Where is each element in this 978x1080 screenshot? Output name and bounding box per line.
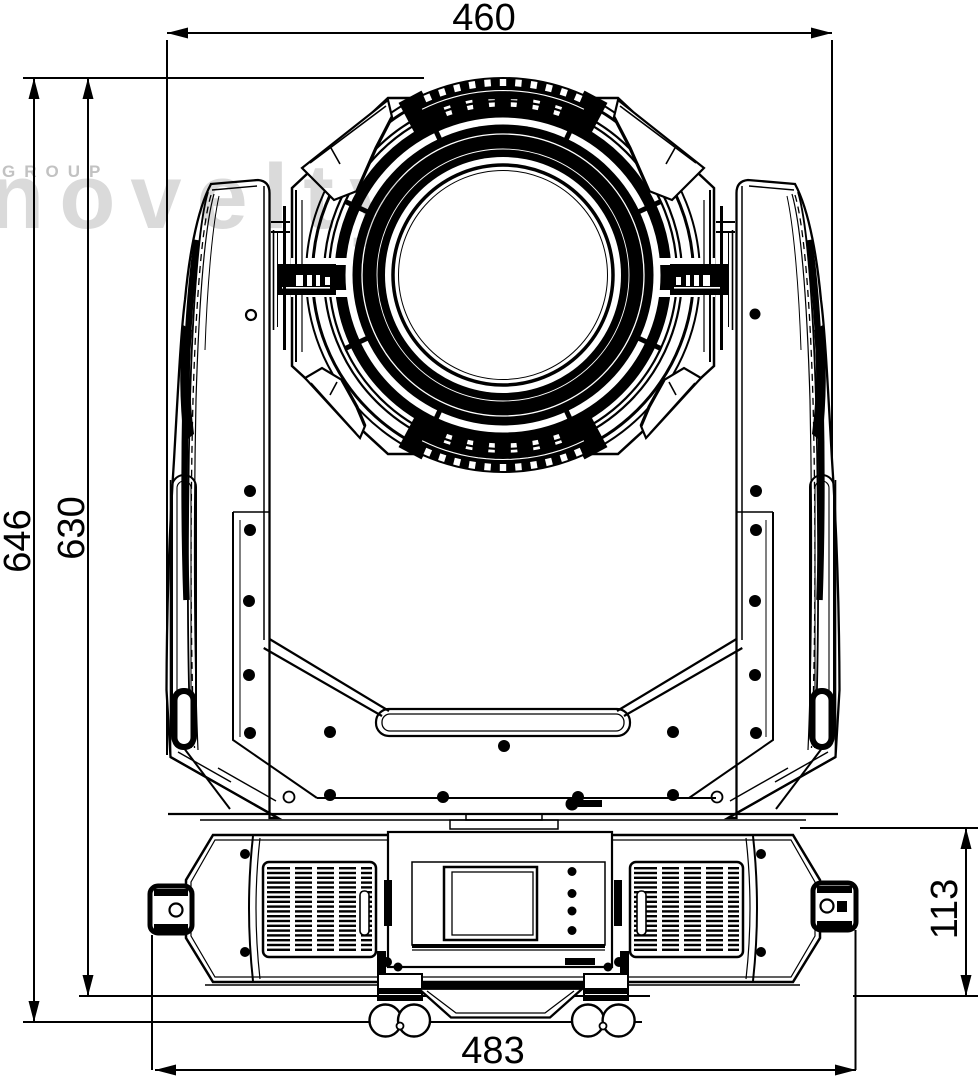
svg-text:483: 483 xyxy=(461,1030,524,1072)
svg-text:113: 113 xyxy=(924,879,966,940)
svg-text:GROUP: GROUP xyxy=(2,162,109,181)
svg-text:646: 646 xyxy=(0,509,39,572)
svg-text:460: 460 xyxy=(452,0,515,39)
svg-text:630: 630 xyxy=(51,496,93,559)
svg-text:novelty: novelty xyxy=(0,146,415,248)
